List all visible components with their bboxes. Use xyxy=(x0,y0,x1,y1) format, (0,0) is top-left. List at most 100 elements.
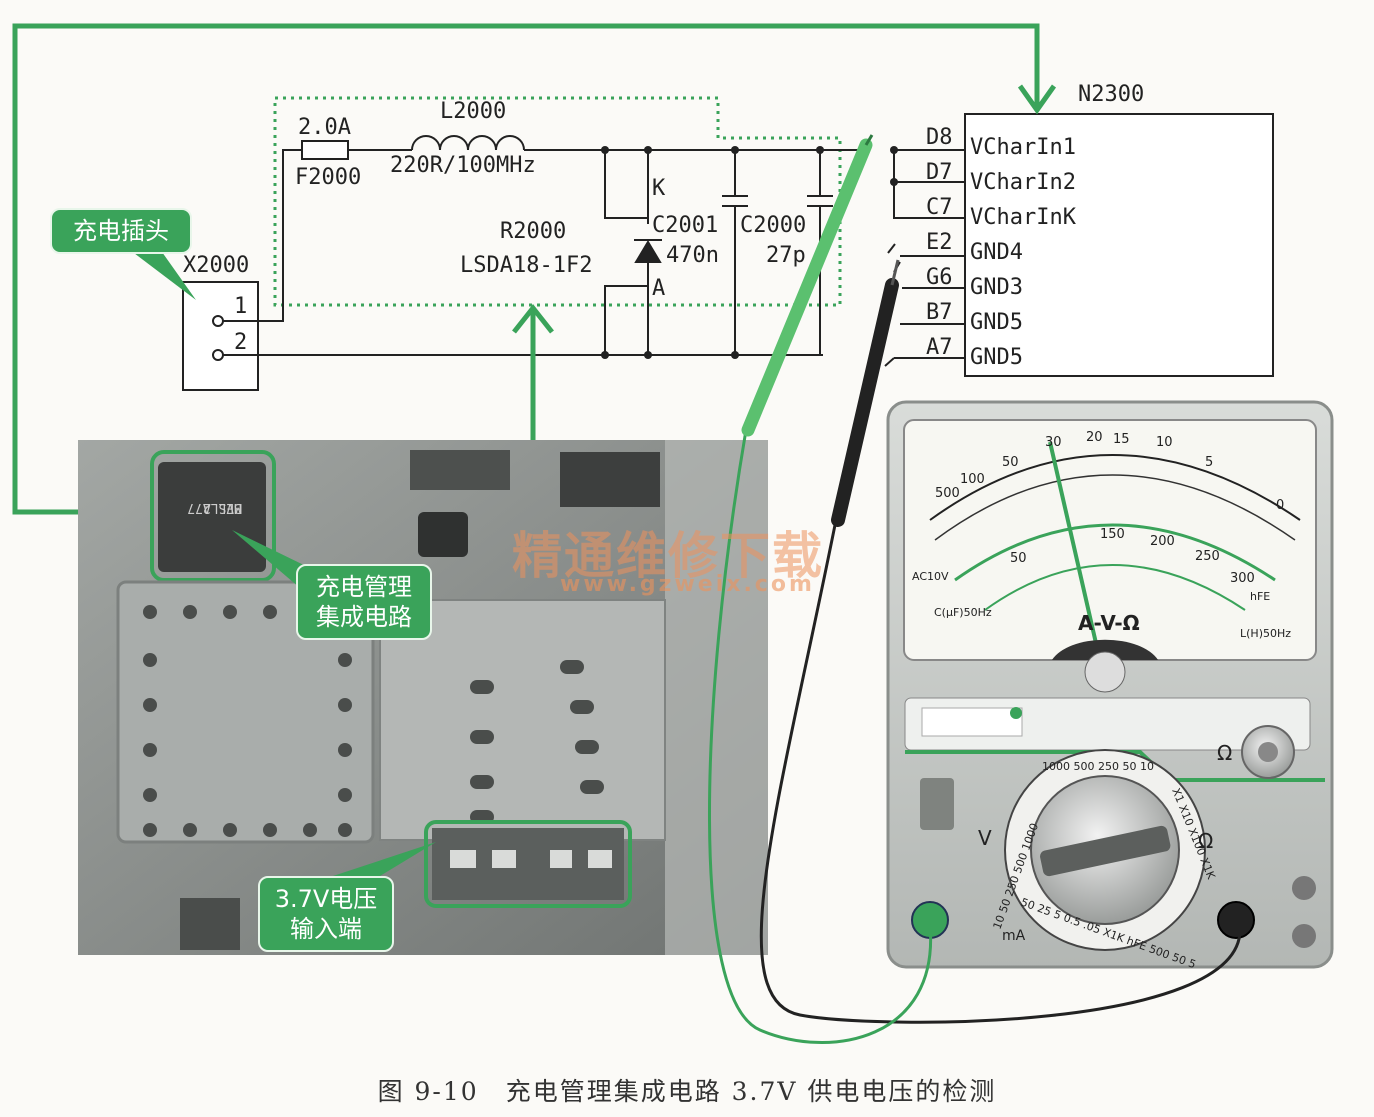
callout-charge-ic: 充电管理 集成电路 xyxy=(296,564,432,640)
svg-text:5: 5 xyxy=(1205,455,1213,470)
pcb-component xyxy=(180,898,240,950)
aux-jack-1[interactable] xyxy=(1292,876,1316,900)
schematic-labels: 2.0A F2000 L2000 220R/100MHz K A R2000 L… xyxy=(183,82,1144,370)
shield-can xyxy=(116,580,375,844)
svg-text:10: 10 xyxy=(1156,435,1173,450)
scale-arc-black xyxy=(929,454,1301,521)
scale-arc-green2 xyxy=(984,564,1246,611)
ic-pin-name: GND5 xyxy=(970,310,1023,335)
aux-jack-2[interactable] xyxy=(1292,924,1316,948)
sim-contact xyxy=(570,700,594,714)
ac-range-label: AC10V xyxy=(912,570,949,583)
capacitance-label: C(μF)50Hz xyxy=(934,606,992,619)
scale-arc-green xyxy=(954,523,1276,582)
voltage-arrowhead xyxy=(512,303,554,334)
ma-symbol: mA xyxy=(1002,928,1026,944)
svg-text:200: 200 xyxy=(1150,534,1175,549)
ic-pin-name: GND5 xyxy=(970,345,1023,370)
callout-voltage-input: 3.7V电压 输入端 xyxy=(258,876,394,952)
sim-contact xyxy=(580,780,604,794)
module-outline xyxy=(273,96,842,307)
shield-hole xyxy=(143,653,157,667)
shield-hole xyxy=(263,823,277,837)
diode-ref: R2000 xyxy=(500,219,566,244)
green-lead-wire xyxy=(708,429,933,1044)
shield-hole xyxy=(338,743,352,757)
diode-bracket xyxy=(604,150,648,355)
meter-needle xyxy=(1048,441,1100,653)
ohm-symbol: Ω xyxy=(1198,829,1213,853)
volt-symbol: V xyxy=(978,826,992,850)
shield-hole xyxy=(338,788,352,802)
shield-holes xyxy=(143,605,352,837)
meter-scale-label: A-V-Ω xyxy=(1078,611,1140,635)
sim-contact xyxy=(560,660,584,674)
inductance-label: L(H)50Hz xyxy=(1240,627,1291,640)
callout-charge-plug-text: 充电插头 xyxy=(73,217,169,245)
shield-hole xyxy=(223,605,237,619)
shield-hole xyxy=(338,698,352,712)
ic-pin-wires xyxy=(884,149,965,367)
svg-text:0: 0 xyxy=(1276,498,1284,513)
fuse-ref: F2000 xyxy=(295,165,361,190)
inductor-value: 220R/100MHz xyxy=(390,153,536,178)
transistor-socket[interactable] xyxy=(920,778,954,830)
ic-pin-number: A7 xyxy=(926,335,953,360)
meter-window-glass xyxy=(921,707,1023,737)
shield-hole xyxy=(143,743,157,757)
green-probe-tip xyxy=(864,134,874,146)
svg-text:50: 50 xyxy=(1010,551,1027,566)
svg-text:15: 15 xyxy=(1113,432,1130,447)
inductor-symbol xyxy=(411,135,525,151)
callout-charge-plug: 充电插头 xyxy=(50,208,192,254)
callout-charge-ic-line1: 充电管理 xyxy=(316,573,412,601)
charge-ic-highlight xyxy=(150,450,276,582)
connector-box xyxy=(182,281,259,391)
ic-pin-number: D7 xyxy=(926,160,953,185)
pcb-shadow-edge xyxy=(665,440,768,955)
ic-ref: N2300 xyxy=(1078,82,1144,107)
zero-adjust-screw[interactable] xyxy=(1084,651,1126,693)
connector-ref: X2000 xyxy=(183,253,249,278)
shield-hole xyxy=(143,788,157,802)
shield-hole xyxy=(223,823,237,837)
svg-text:500: 500 xyxy=(935,486,960,501)
black-lead-wire xyxy=(759,519,1242,1024)
fuse-rating: 2.0A xyxy=(298,115,351,140)
cap-c2001 xyxy=(722,150,748,355)
ohm-adjust-symbol: Ω xyxy=(1217,741,1232,765)
green-probe xyxy=(741,138,873,437)
shield-hole xyxy=(183,823,197,837)
cap-c2000 xyxy=(807,150,833,355)
junction-dots xyxy=(601,146,898,359)
figure-caption: 图 9-10 充电管理集成电路 3.7V 供电电压的检测 xyxy=(377,1077,997,1106)
sim-contact xyxy=(470,775,494,789)
cap-c2001-ref: C2001 xyxy=(652,213,718,238)
svg-text:MVS 277: MVS 277 xyxy=(187,500,242,515)
callout-charge-ic-line2: 集成电路 xyxy=(316,603,412,631)
hfe-scale-label: hFE xyxy=(1250,590,1270,603)
svg-text:150: 150 xyxy=(1100,527,1125,542)
shield-hole xyxy=(183,605,197,619)
svg-text:300: 300 xyxy=(1230,571,1255,586)
pcb-component xyxy=(560,452,660,507)
positive-jack[interactable] xyxy=(1217,901,1255,939)
range-selector-handle[interactable] xyxy=(1039,825,1172,877)
cap-c2000-ref: C2000 xyxy=(740,213,806,238)
indicator-led xyxy=(1010,707,1022,719)
ic-pin-name: GND3 xyxy=(970,275,1023,300)
svg-text:50: 50 xyxy=(1002,455,1019,470)
callout-voltage-line1: 3.7V电压 xyxy=(274,885,378,913)
connector-pin2-label: 2 xyxy=(234,330,247,355)
diode-part: LSDA18-1F2 xyxy=(460,253,592,278)
ic-pin-name: GND4 xyxy=(970,240,1023,265)
input-terminal-highlight xyxy=(424,820,632,908)
fuse-symbol xyxy=(301,140,349,160)
shield-hole xyxy=(143,823,157,837)
ic-to-chip-path xyxy=(12,23,1040,515)
svg-text:250: 250 xyxy=(1195,549,1220,564)
ic-n2300-box xyxy=(964,113,1274,377)
shield-hole xyxy=(338,653,352,667)
ic-pin-name: VCharIn1 xyxy=(970,135,1076,160)
